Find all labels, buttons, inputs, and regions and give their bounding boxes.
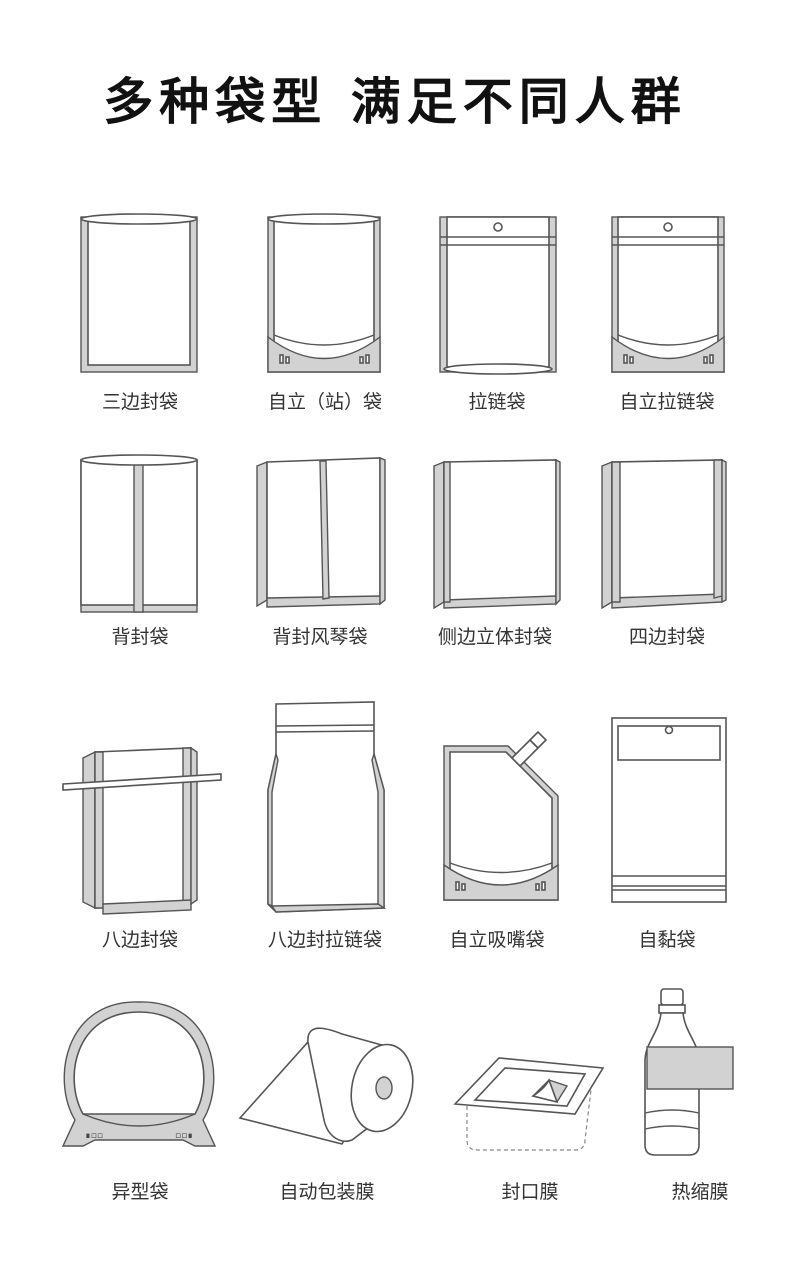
item-label: 自动包装膜 xyxy=(279,1181,375,1203)
item-label: 自立拉链袋 xyxy=(619,391,715,413)
shaped-bag-icon: ∎▫▫ ▫▫∎ xyxy=(61,1001,217,1147)
item-label: 四边封袋 xyxy=(628,626,705,648)
back-seal-bag-icon xyxy=(80,454,198,613)
item-label: 八边封拉链袋 xyxy=(267,929,382,951)
four-side-seal-bag-icon xyxy=(601,458,727,610)
item-four-side-seal-bag: 四边封袋 xyxy=(582,450,752,650)
item-label: 背封袋 xyxy=(111,626,169,648)
item-label: 侧边立体封袋 xyxy=(437,626,552,648)
item-sealing-film: 封口膜 xyxy=(445,990,615,1215)
stand-up-zipper-bag-icon xyxy=(611,216,725,373)
self-adhesive-bag-icon xyxy=(611,717,727,903)
film-roll-icon xyxy=(238,1027,414,1145)
item-self-adhesive-bag: 自黏袋 xyxy=(582,700,752,955)
item-stand-up-pouch: 自立（站）袋 xyxy=(240,205,410,415)
stand-up-pouch-icon xyxy=(267,213,381,373)
shrink-film-bottle-icon xyxy=(644,988,734,1156)
svg-text:∎▫▫: ∎▫▫ xyxy=(85,1131,103,1141)
item-label: 封口膜 xyxy=(501,1181,559,1203)
item-spout-pouch: 自立吸嘴袋 xyxy=(412,700,582,955)
item-back-seal-gusset-bag: 背封风琴袋 xyxy=(235,450,405,650)
sealing-film-icon xyxy=(453,1057,605,1151)
three-side-seal-bag-icon xyxy=(80,213,198,373)
item-label: 热缩膜 xyxy=(671,1181,729,1203)
side-gusset-bag-icon xyxy=(433,458,561,610)
item-label: 背封风琴袋 xyxy=(272,626,368,648)
item-back-seal-bag: 背封袋 xyxy=(55,450,225,650)
svg-text:▫▫∎: ▫▫∎ xyxy=(175,1131,193,1141)
item-three-side-seal-bag: 三边封袋 xyxy=(55,205,225,415)
zipper-bag-icon xyxy=(439,216,557,375)
item-label: 八边封袋 xyxy=(101,929,178,951)
item-label: 异型袋 xyxy=(111,1181,169,1203)
item-label: 拉链袋 xyxy=(468,391,526,413)
item-label: 自立（站）袋 xyxy=(267,391,382,413)
item-stand-up-zipper-bag: 自立拉链袋 xyxy=(582,205,752,415)
item-label: 自立吸嘴袋 xyxy=(449,929,545,951)
item-label: 三边封袋 xyxy=(101,391,178,413)
eight-side-seal-bag-icon xyxy=(62,746,222,915)
item-eight-side-zipper-bag: 八边封拉链袋 xyxy=(240,700,410,955)
item-side-gusset-bag: 侧边立体封袋 xyxy=(410,450,580,650)
page-title: 多种袋型 满足不同人群 xyxy=(103,73,687,131)
item-eight-side-seal-bag: 八边封袋 xyxy=(55,700,225,955)
item-zipper-bag: 拉链袋 xyxy=(412,205,582,415)
item-label: 自黏袋 xyxy=(638,929,696,951)
item-shrink-film-bottle: 热缩膜 xyxy=(615,985,785,1215)
spout-pouch-icon xyxy=(443,730,559,901)
item-shaped-bag: ∎▫▫ ▫▫∎ 异型袋 xyxy=(55,990,225,1215)
item-film-roll: 自动包装膜 xyxy=(232,990,422,1215)
eight-side-zipper-bag-icon xyxy=(267,701,387,913)
back-seal-gusset-bag-icon xyxy=(256,456,386,608)
